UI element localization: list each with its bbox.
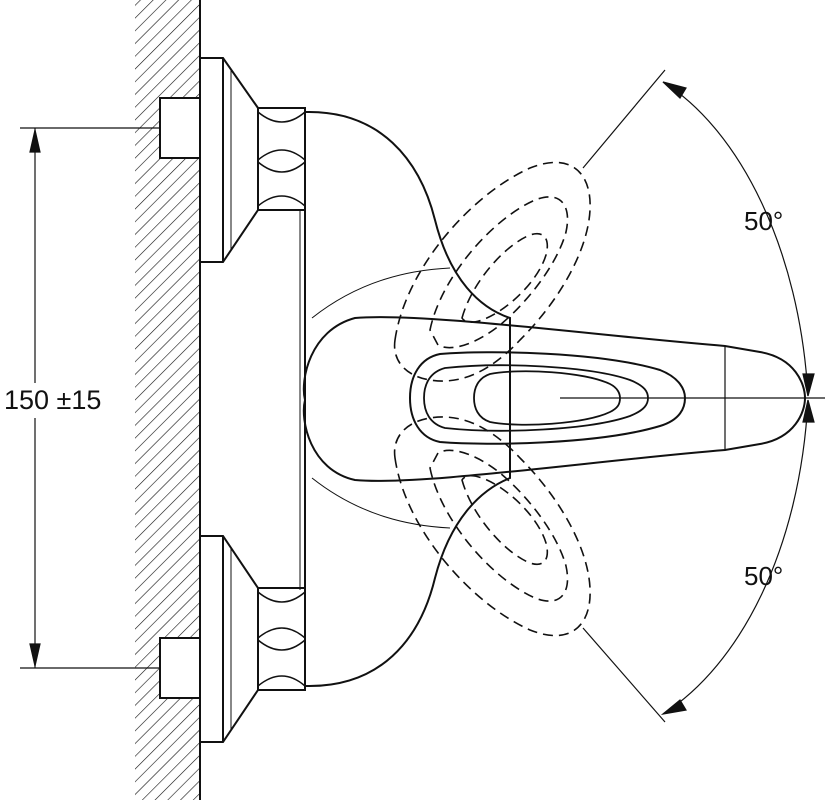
lower-wall-connector (159, 535, 306, 743)
lever-handle (302, 316, 807, 482)
lever-up-position-grip (461, 233, 549, 324)
lower-nipple (159, 637, 203, 699)
lever-down-position-outline (393, 416, 591, 637)
lever-down-position-inner (429, 449, 569, 602)
angle-arrow-bottom-start (802, 399, 815, 423)
angle-arc-top (662, 81, 809, 397)
angle-arc-bottom (662, 399, 809, 715)
lever-outline (302, 316, 807, 482)
lever-down-position-grip (461, 474, 549, 565)
angle-limit-line-bottom (582, 627, 666, 723)
upper-nipple (159, 97, 203, 159)
upper-wall-connector (159, 57, 306, 263)
lever-rotated-positions (393, 161, 591, 637)
mixer-body-contour-bottom (311, 477, 451, 529)
upper-hex-nut (257, 107, 306, 211)
mixer-body-outline (304, 110, 511, 688)
rotation-angle-indicator (560, 69, 825, 723)
lever-recess-inner (423, 364, 649, 432)
lower-angle-label: 50° (744, 561, 784, 591)
mixer-body (299, 110, 511, 688)
angle-limit-line-top (582, 69, 666, 169)
angle-arrow-top-start (662, 81, 687, 99)
angle-arrow-bottom-end (660, 699, 687, 715)
lower-hex-nut (257, 587, 306, 691)
dimension-arrow-bottom (29, 643, 41, 667)
lower-escutcheon (199, 535, 259, 743)
upper-angle-label: 50° (744, 206, 784, 236)
angle-arrow-top-end (802, 373, 815, 397)
lever-recess-outer (408, 351, 687, 445)
lower-hex-nut-facets (257, 591, 306, 687)
upper-hex-nut-facets (257, 111, 306, 207)
center-distance-label: 150 ±15 (4, 385, 102, 415)
dimension-arrow-top (29, 129, 41, 153)
lever-up-position-outline (393, 161, 591, 382)
lever-grip-pad (473, 370, 621, 426)
mixer-body-contour-top (311, 267, 451, 319)
upper-escutcheon (199, 57, 259, 263)
center-distance-dimension (20, 127, 160, 669)
lever-up-position-inner (429, 196, 569, 349)
